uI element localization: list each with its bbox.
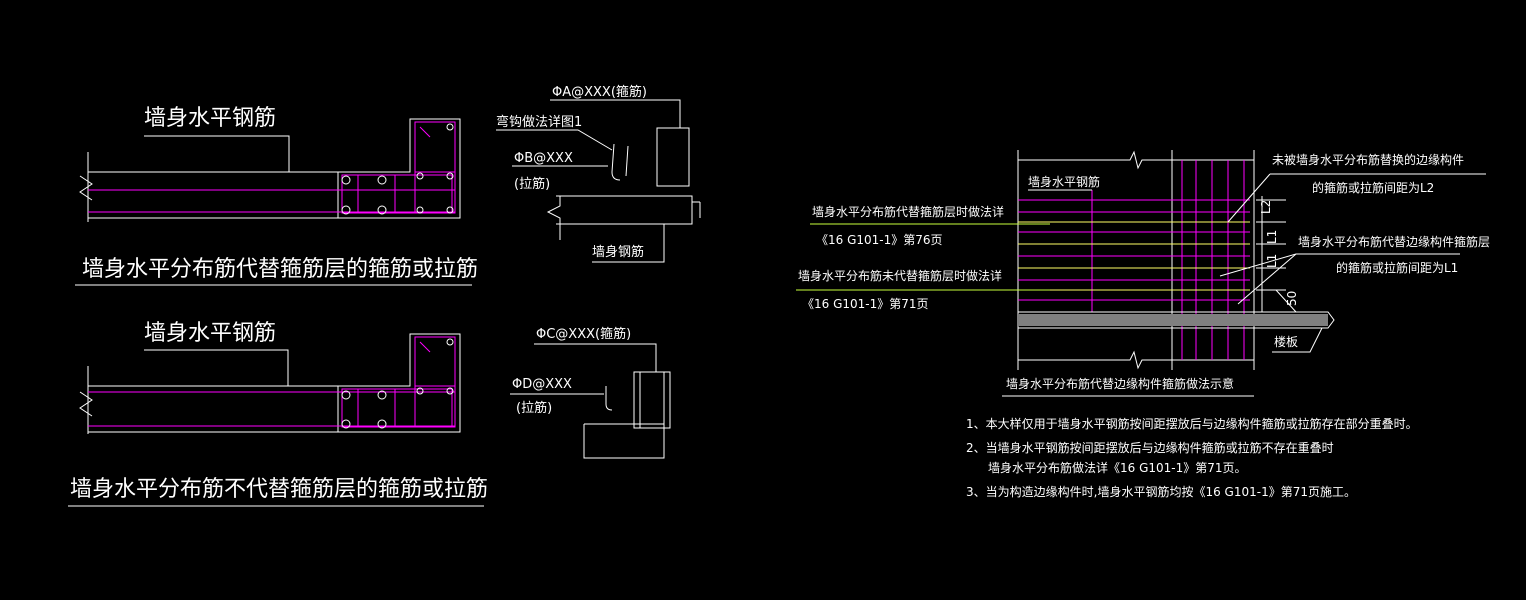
- detail-c-stirrup-shape: [633, 371, 671, 429]
- right-slab-label: 楼板: [1274, 334, 1298, 349]
- detail-c-hook-shape: [605, 386, 613, 411]
- top-left-bar: [377, 175, 387, 185]
- bottom-left-bar: [446, 338, 454, 346]
- right-dim-50-leader: [1275, 289, 1297, 313]
- top-left-bar: [341, 205, 351, 215]
- bottom-left-stirrup-column: [414, 336, 456, 428]
- detail-c-stirrup-leader: [534, 343, 657, 372]
- detail-c-stirrup-label: ΦC@XXX(箍筋): [536, 326, 631, 342]
- detail-a-stirrup-tie: ΦA@XXX(箍筋) 弯钩做法详图1 ΦB@XXX (拉筋) 墙身钢筋: [496, 84, 701, 263]
- top-left-wall-outline: [88, 118, 461, 219]
- bottom-left-leader: [144, 349, 289, 386]
- right-edge-l1-line1: 墙身水平分布筋代替边缘构件箍筋层: [1298, 234, 1490, 249]
- detail-a-tie-sublabel: (拉筋): [514, 176, 550, 192]
- right-dim-l2: L2: [1259, 200, 1273, 214]
- top-left-bar: [416, 206, 424, 214]
- bottom-left-wall-outline: [88, 333, 461, 433]
- detail-a-wall-rebar-label: 墙身钢筋: [592, 244, 644, 260]
- right-note-3: 3、当为构造边缘构件时,墙身水平钢筋均按《16 G101-1》第71页施工。: [966, 484, 1356, 499]
- detail-a-stirrup-leader: [550, 99, 681, 128]
- right-wall-label: 墙身水平钢筋: [1028, 174, 1100, 189]
- detail-c-stirrup-tie: ΦC@XXX(箍筋) ΦD@XXX (拉筋): [510, 326, 671, 459]
- right-dim-l1b: L1: [1265, 254, 1279, 268]
- detail-a-break-mark: [546, 196, 561, 240]
- bottom-left-bar: [377, 390, 387, 400]
- top-left-bar: [446, 206, 454, 214]
- bottom-left-stirrup: [341, 388, 453, 428]
- right-bottom-break-line: [1018, 350, 1254, 370]
- top-left-leader: [144, 135, 290, 172]
- right-edge-l1-leader: [1219, 253, 1297, 277]
- detail-c-tie-label: ΦD@XXX: [512, 377, 572, 392]
- detail-a-end-hook: [692, 201, 701, 218]
- top-left-bar: [416, 172, 424, 180]
- bottom-left-wall-detail: 墙身水平钢筋 墙身水平分布筋不代替箍筋层的箍筋或拉筋: [68, 321, 488, 507]
- top-left-label: 墙身水平钢筋: [144, 106, 276, 131]
- bottom-left-label: 墙身水平钢筋: [144, 321, 276, 346]
- right-dim-l1a: L1: [1265, 230, 1279, 244]
- detail-a-wall-rebar-leader: [592, 224, 665, 263]
- right-note-replace-line2: 《16 G101-1》第76页: [816, 233, 943, 247]
- top-left-caption: 墙身水平分布筋代替箍筋层的箍筋或拉筋: [82, 257, 478, 282]
- right-note-1: 1、本大样仅用于墙身水平钢筋按间距摆放后与边缘构件箍筋或拉筋存在部分重叠时。: [966, 416, 1418, 431]
- right-slab-leader: [1272, 327, 1323, 353]
- right-edge-member-detail: 墙身水平钢筋 墙身水平分布筋代替箍筋层时做法详 《16 G101-1》第76页 …: [796, 150, 1490, 499]
- right-note-2: 2、当墙身水平钢筋按间距摆放后与边缘构件箍筋或拉筋不存在重叠时: [966, 440, 1334, 455]
- right-note-replace-line1: 墙身水平分布筋代替箍筋层时做法详: [812, 204, 1004, 219]
- bottom-left-bar: [377, 419, 387, 429]
- detail-a-tie-label: ΦB@XXX: [514, 151, 573, 166]
- bottom-left-bar: [446, 387, 454, 395]
- bottom-left-bar: [341, 390, 351, 400]
- top-left-wall-detail: 墙身水平钢筋 墙身水平分布筋代替箍筋层的箍筋或拉筋: [75, 106, 478, 286]
- top-left-hook: [419, 126, 431, 138]
- bottom-left-break-mark: [79, 391, 93, 417]
- right-edge-l2-leader: [1227, 173, 1271, 223]
- bottom-left-caption: 墙身水平分布筋不代替箍筋层的箍筋或拉筋: [70, 477, 488, 502]
- detail-a-hook-note: 弯钩做法详图1: [496, 114, 582, 130]
- right-note-not-replace-line2: 《16 G101-1》第71页: [802, 297, 929, 311]
- detail-a-hook-leader: [496, 129, 613, 151]
- detail-c-tie-sublabel: (拉筋): [516, 400, 552, 416]
- bottom-left-bar: [416, 387, 424, 395]
- detail-c-wall-section: [583, 423, 665, 459]
- right-slab-outline: [1018, 311, 1335, 329]
- right-note-not-replace-line1: 墙身水平分布筋未代替箍筋层时做法详: [798, 268, 1002, 283]
- detail-a-stirrup-shape: [656, 127, 690, 187]
- detail-c-stirrup-inner: [639, 371, 665, 429]
- right-edge-l2-line2: 的箍筋或拉筋间距为L2: [1312, 180, 1434, 195]
- top-left-break-mark: [79, 175, 93, 201]
- detail-a-wall-section: [556, 195, 693, 225]
- right-edge-l1-leader: [1237, 253, 1297, 305]
- right-caption: 墙身水平分布筋代替边缘构件箍筋做法示意: [1006, 376, 1234, 391]
- detail-a-stirrup-label: ΦA@XXX(箍筋): [552, 84, 647, 100]
- top-left-bar: [341, 175, 351, 185]
- top-left-bar: [377, 205, 387, 215]
- top-left-bar: [446, 123, 454, 131]
- bottom-left-bar: [341, 419, 351, 429]
- top-left-stirrup: [341, 174, 453, 214]
- right-edge-l1-line2: 的箍筋或拉筋间距为L1: [1336, 260, 1458, 275]
- detail-a-hook-shape: [611, 143, 629, 181]
- right-floor-slab: [1018, 314, 1328, 326]
- top-left-stirrup-column: [414, 121, 456, 214]
- right-edge-l2-line1: 未被墙身水平分布筋替换的边缘构件: [1272, 152, 1464, 167]
- right-top-break-line: [1018, 150, 1254, 170]
- top-left-bar: [446, 172, 454, 180]
- bottom-left-hook: [419, 341, 431, 353]
- right-dim-50: 50: [1285, 291, 1299, 306]
- right-note-2-continued: 墙身水平分布筋做法详《16 G101-1》第71页。: [988, 460, 1247, 475]
